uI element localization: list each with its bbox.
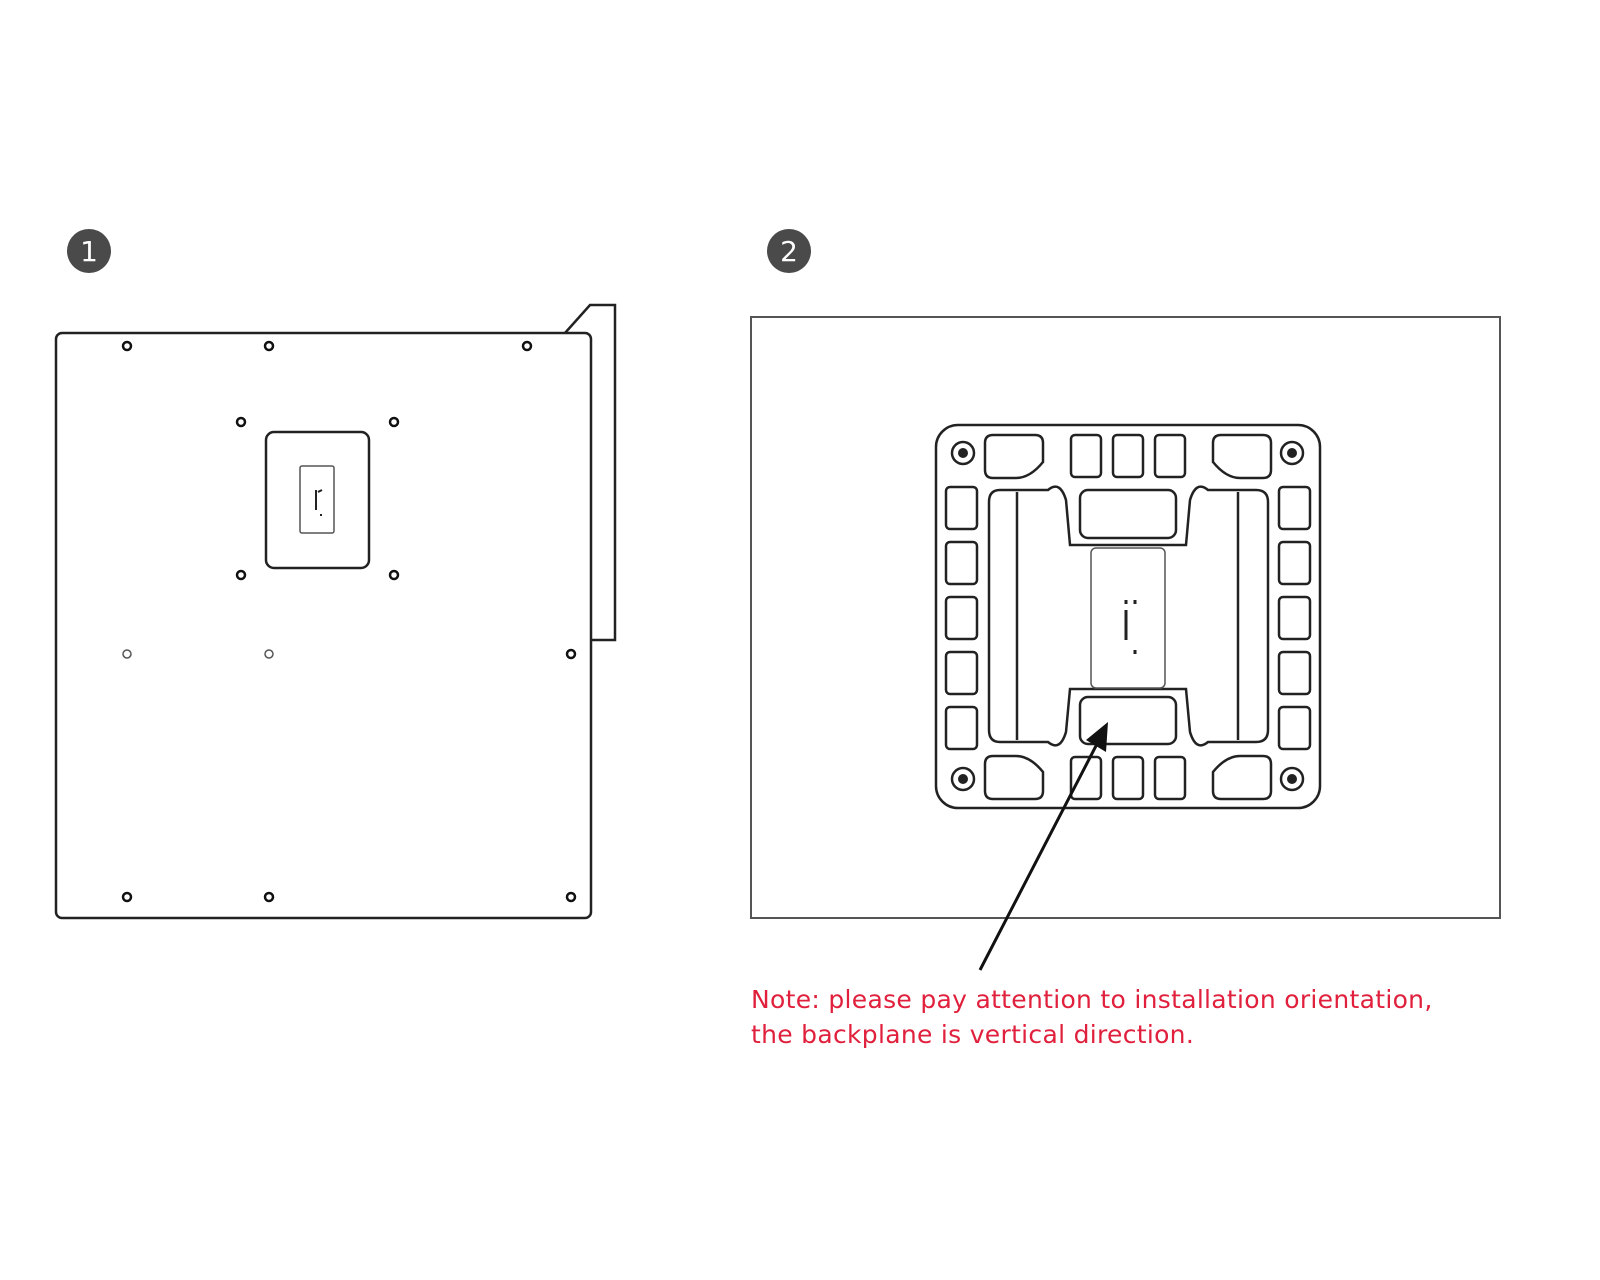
note-line-2: the backplane is vertical direction. [751,1020,1195,1049]
screw-holes [121,340,577,903]
note-line-1: Note: please pay attention to installati… [751,985,1433,1014]
panel-cutout [264,430,371,570]
svg-text:1: 1 [80,235,98,268]
orientation-note: Note: please pay attention to installati… [751,982,1433,1052]
pointer-arrow [978,722,1108,971]
mounting-bracket [934,423,1322,810]
step-badge-1: 1 [67,229,111,273]
svg-text:2: 2 [780,235,798,268]
screws [950,440,1305,792]
backplane [750,316,1501,919]
step-badge-2: 2 [767,229,811,273]
side-panel [54,303,617,920]
